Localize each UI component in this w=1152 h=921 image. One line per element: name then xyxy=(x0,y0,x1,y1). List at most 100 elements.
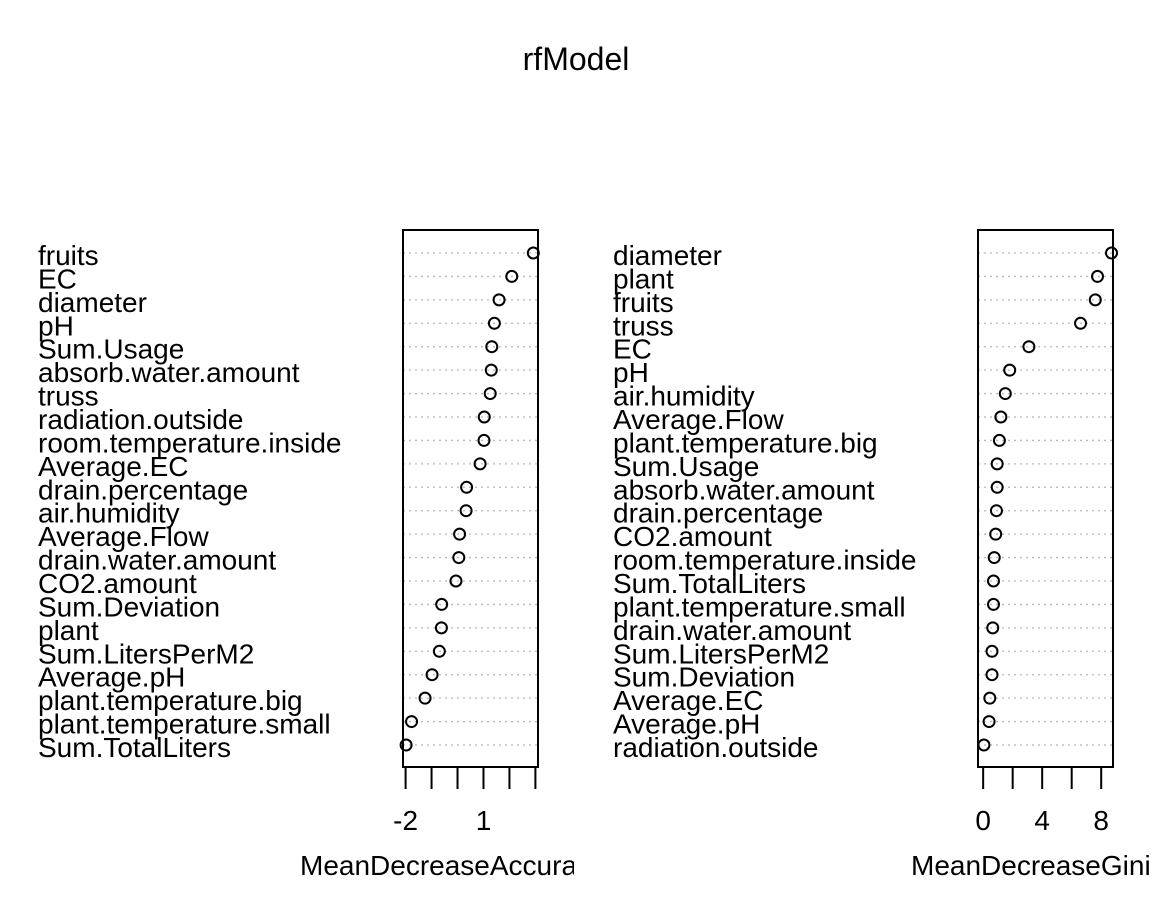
data-point xyxy=(449,574,463,588)
category-label: Average.Flow xyxy=(613,404,784,435)
chart-title: rfModel xyxy=(523,41,630,77)
data-point xyxy=(459,504,473,518)
category-label: Sum.TotalLiters xyxy=(613,568,806,599)
category-label: Average.EC xyxy=(613,685,763,716)
category-label: CO2.amount xyxy=(613,521,772,552)
category-label: Sum.LitersPerM2 xyxy=(613,638,829,669)
data-point xyxy=(1088,293,1102,307)
data-point xyxy=(477,410,491,424)
data-point xyxy=(434,621,448,635)
category-label: radiation.outside xyxy=(613,732,818,763)
category-label: truss xyxy=(38,381,99,412)
data-point xyxy=(990,480,1004,494)
data-point xyxy=(1091,269,1105,283)
category-label: drain.percentage xyxy=(613,498,823,529)
category-label: absorb.water.amount xyxy=(613,474,875,505)
category-label: plant xyxy=(38,615,99,646)
plot-box xyxy=(977,229,1114,768)
category-label: Sum.LitersPerM2 xyxy=(38,638,254,669)
data-point xyxy=(452,551,466,565)
category-label: Sum.Deviation xyxy=(38,591,220,622)
plot-box xyxy=(402,229,539,768)
data-point xyxy=(990,457,1004,471)
category-label: drain.percentage xyxy=(38,474,248,505)
category-label: absorb.water.amount xyxy=(38,357,300,388)
data-point xyxy=(425,668,439,682)
data-point xyxy=(1003,363,1017,377)
data-point xyxy=(405,715,419,729)
data-point xyxy=(986,574,1000,588)
category-label: drain.water.amount xyxy=(613,615,851,646)
category-label: fruits xyxy=(38,240,99,271)
category-label: room.temperature.inside xyxy=(613,545,916,576)
category-label: Average.Flow xyxy=(38,521,209,552)
tick-label: 0 xyxy=(975,805,991,836)
data-point xyxy=(989,504,1003,518)
category-label: plant.temperature.small xyxy=(613,591,906,622)
data-point xyxy=(983,691,997,705)
category-label: air.humidity xyxy=(38,498,180,529)
category-label: plant.temperature.big xyxy=(613,427,878,458)
x-axis-label: MeanDecreaseAccuracy xyxy=(300,850,605,881)
data-point xyxy=(1074,316,1088,330)
category-label: EC xyxy=(38,263,77,294)
data-point xyxy=(477,433,491,447)
data-point xyxy=(986,597,1000,611)
category-label: Average.pH xyxy=(613,709,760,740)
data-point xyxy=(985,644,999,658)
category-label: diameter xyxy=(38,287,147,318)
data-point xyxy=(418,691,432,705)
category-label: Average.EC xyxy=(38,451,188,482)
data-point xyxy=(986,621,1000,635)
category-label: drain.water.amount xyxy=(38,545,276,576)
category-label: plant xyxy=(613,263,674,294)
data-point xyxy=(998,387,1012,401)
data-point xyxy=(485,340,499,354)
accuracy-panel: fruitsECdiameterpHSum.Usageabsorb.water.… xyxy=(38,229,605,881)
category-label: Average.pH xyxy=(38,662,185,693)
category-label: radiation.outside xyxy=(38,404,243,435)
data-point xyxy=(982,715,996,729)
data-point xyxy=(492,293,506,307)
category-label: room.temperature.inside xyxy=(38,427,341,458)
data-point xyxy=(483,387,497,401)
data-point xyxy=(1105,246,1119,260)
gini-panel: diameterplantfruitstrussECpHair.humidity… xyxy=(613,229,1151,881)
data-point xyxy=(992,433,1006,447)
tick-label: 4 xyxy=(1034,805,1050,836)
category-label: air.humidity xyxy=(613,381,755,412)
tick-label: 8 xyxy=(1093,805,1109,836)
data-point xyxy=(505,269,519,283)
category-label: Sum.Usage xyxy=(38,334,184,365)
category-label: truss xyxy=(613,310,674,341)
category-label: plant.temperature.big xyxy=(38,685,303,716)
tick-label: -2 xyxy=(393,805,418,836)
tick-label: 1 xyxy=(476,805,492,836)
category-label: diameter xyxy=(613,240,722,271)
data-point xyxy=(987,551,1001,565)
category-label: Sum.TotalLiters xyxy=(38,732,231,763)
category-label: pH xyxy=(613,357,649,388)
data-point xyxy=(432,644,446,658)
data-point xyxy=(399,738,413,752)
data-point xyxy=(484,363,498,377)
data-point xyxy=(453,527,467,541)
data-point xyxy=(994,410,1008,424)
x-axis-label: MeanDecreaseGini xyxy=(911,850,1151,881)
category-label: pH xyxy=(38,310,74,341)
data-point xyxy=(435,597,449,611)
data-point xyxy=(989,527,1003,541)
data-point xyxy=(487,316,501,330)
category-label: CO2.amount xyxy=(38,568,197,599)
category-label: EC xyxy=(613,334,652,365)
data-point xyxy=(985,668,999,682)
category-label: fruits xyxy=(613,287,674,318)
category-label: Sum.Deviation xyxy=(613,662,795,693)
category-label: Sum.Usage xyxy=(613,451,759,482)
data-point xyxy=(460,480,474,494)
data-point xyxy=(473,457,487,471)
category-label: plant.temperature.small xyxy=(38,709,331,740)
data-point xyxy=(1022,340,1036,354)
data-point xyxy=(977,738,991,752)
